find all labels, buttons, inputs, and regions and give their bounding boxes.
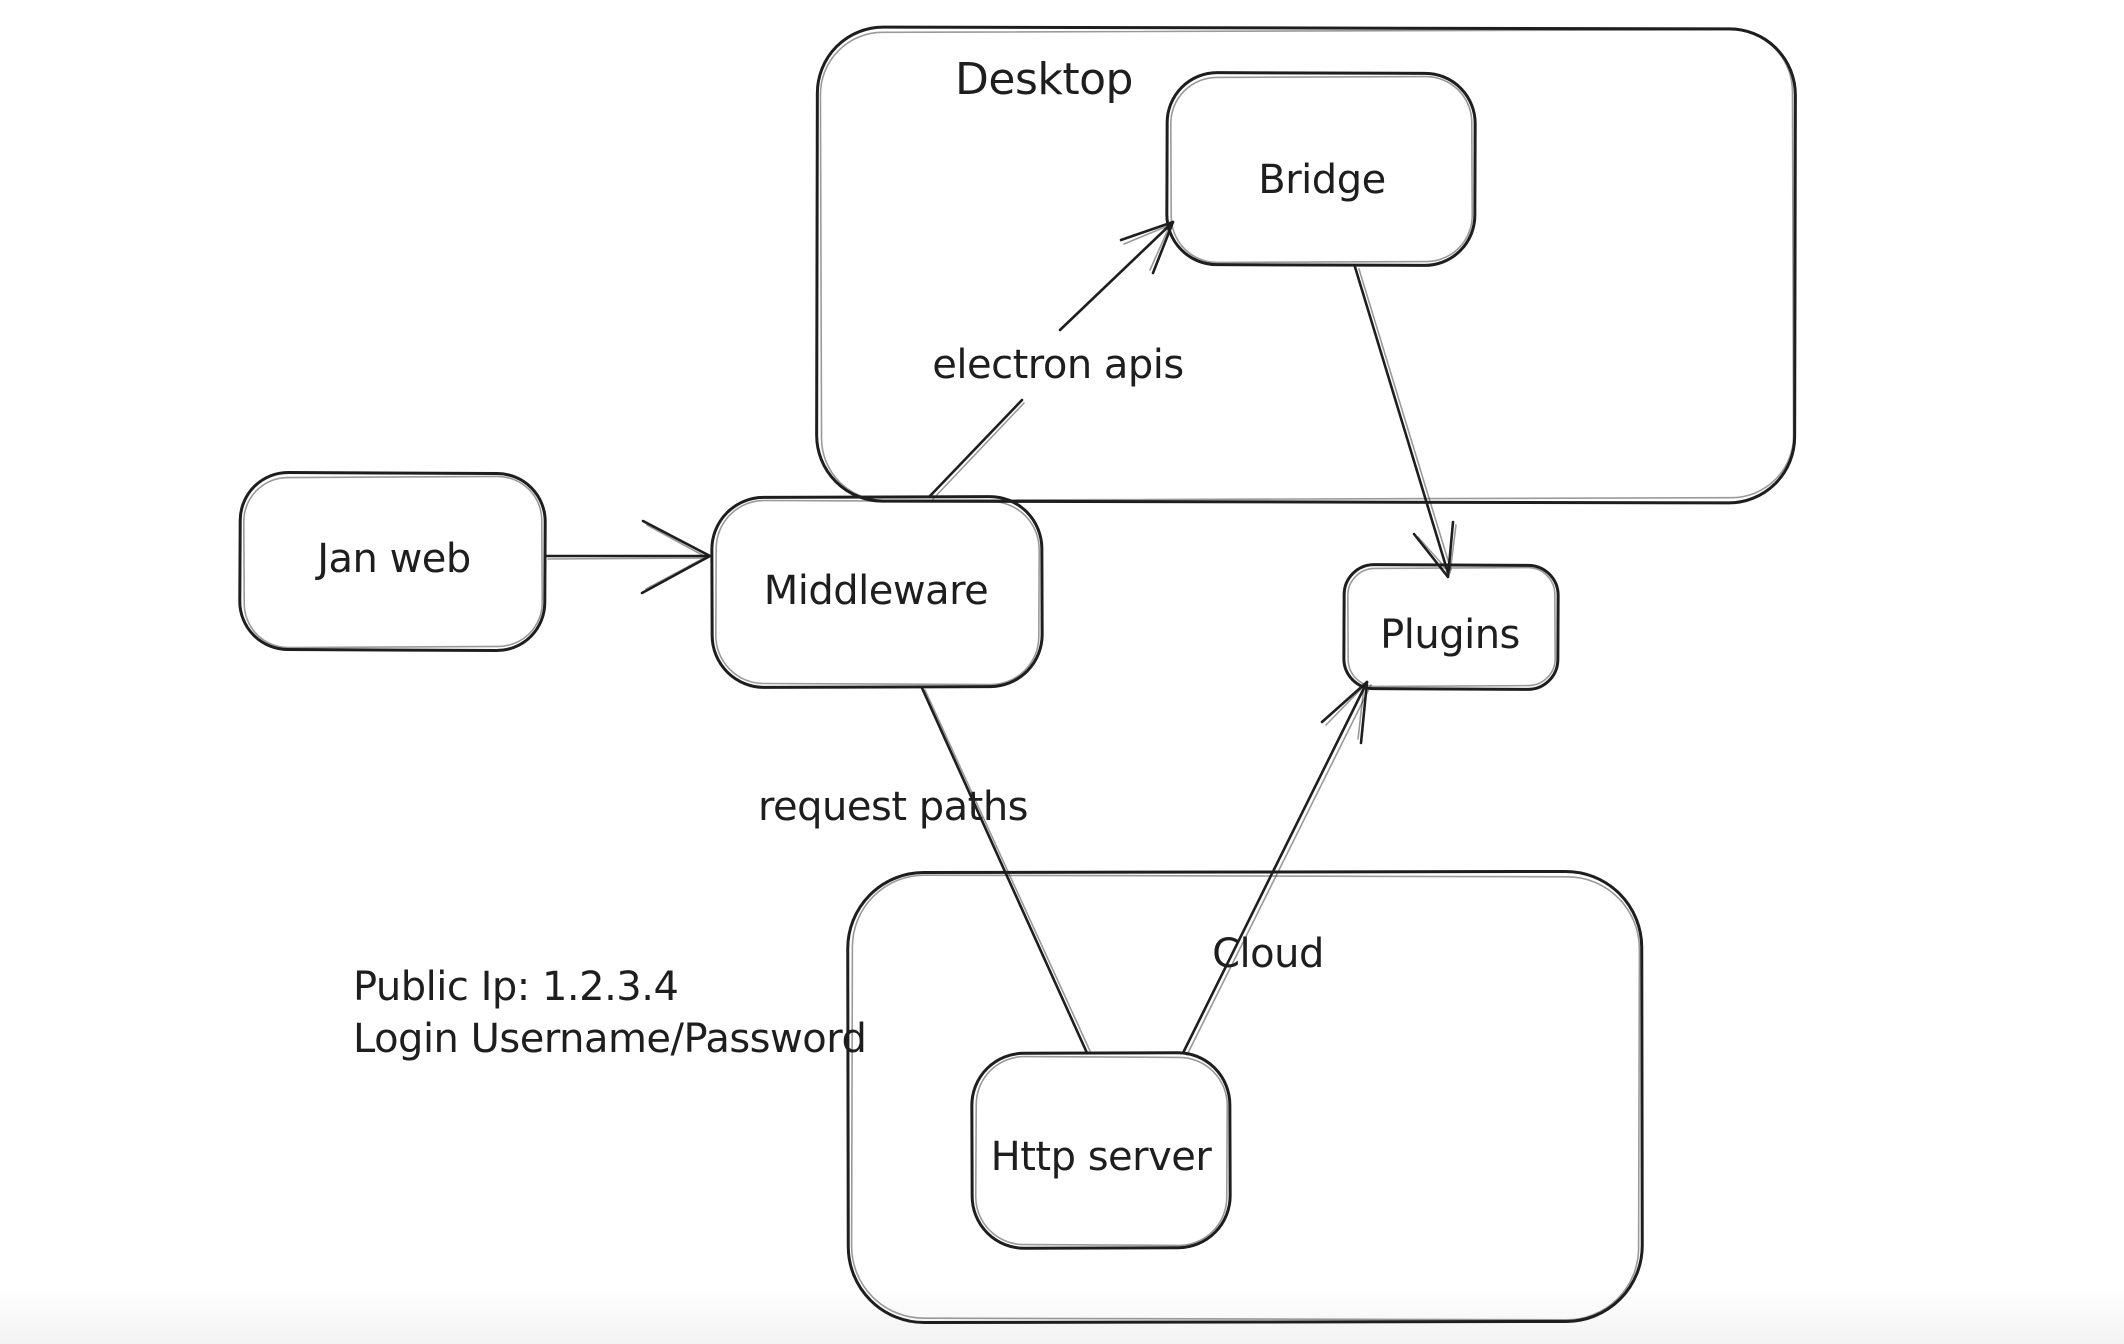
annotation-public-ip: Public Ip: 1.2.3.4 [353, 964, 678, 1010]
node-jan-web[interactable]: Jan web [238, 470, 547, 653]
desktop-container-label: Desktop [955, 54, 1133, 105]
container-desktop[interactable]: Desktop [815, 25, 1797, 505]
http-server-label: Http server [991, 1134, 1213, 1180]
edge-label-request-paths: request paths [758, 784, 1028, 830]
annotation-credentials: Public Ip: 1.2.3.4 Login Username/Passwo… [353, 964, 867, 1062]
node-middleware[interactable]: Middleware [710, 495, 1044, 689]
node-plugins[interactable]: Plugins [1342, 563, 1560, 691]
bridge-label: Bridge [1258, 157, 1385, 203]
edge-bridge-to-plugins[interactable] [1353, 265, 1457, 579]
edge-middleware-to-http-server[interactable]: request paths [758, 686, 1091, 1055]
node-http-server[interactable]: Http server [970, 1051, 1232, 1250]
jan-web-label: Jan web [314, 536, 471, 582]
node-bridge[interactable]: Bridge [1165, 71, 1477, 267]
edge-middleware-to-bridge[interactable]: electron apis [928, 220, 1184, 500]
edge-jan-web-to-middleware[interactable] [545, 519, 712, 595]
annotation-login: Login Username/Password [353, 1016, 866, 1062]
edge-label-electron-apis: electron apis [932, 342, 1183, 388]
plugins-label: Plugins [1380, 612, 1520, 658]
edge-http-server-to-plugins[interactable] [1181, 680, 1372, 1056]
middleware-label: Middleware [764, 568, 989, 614]
